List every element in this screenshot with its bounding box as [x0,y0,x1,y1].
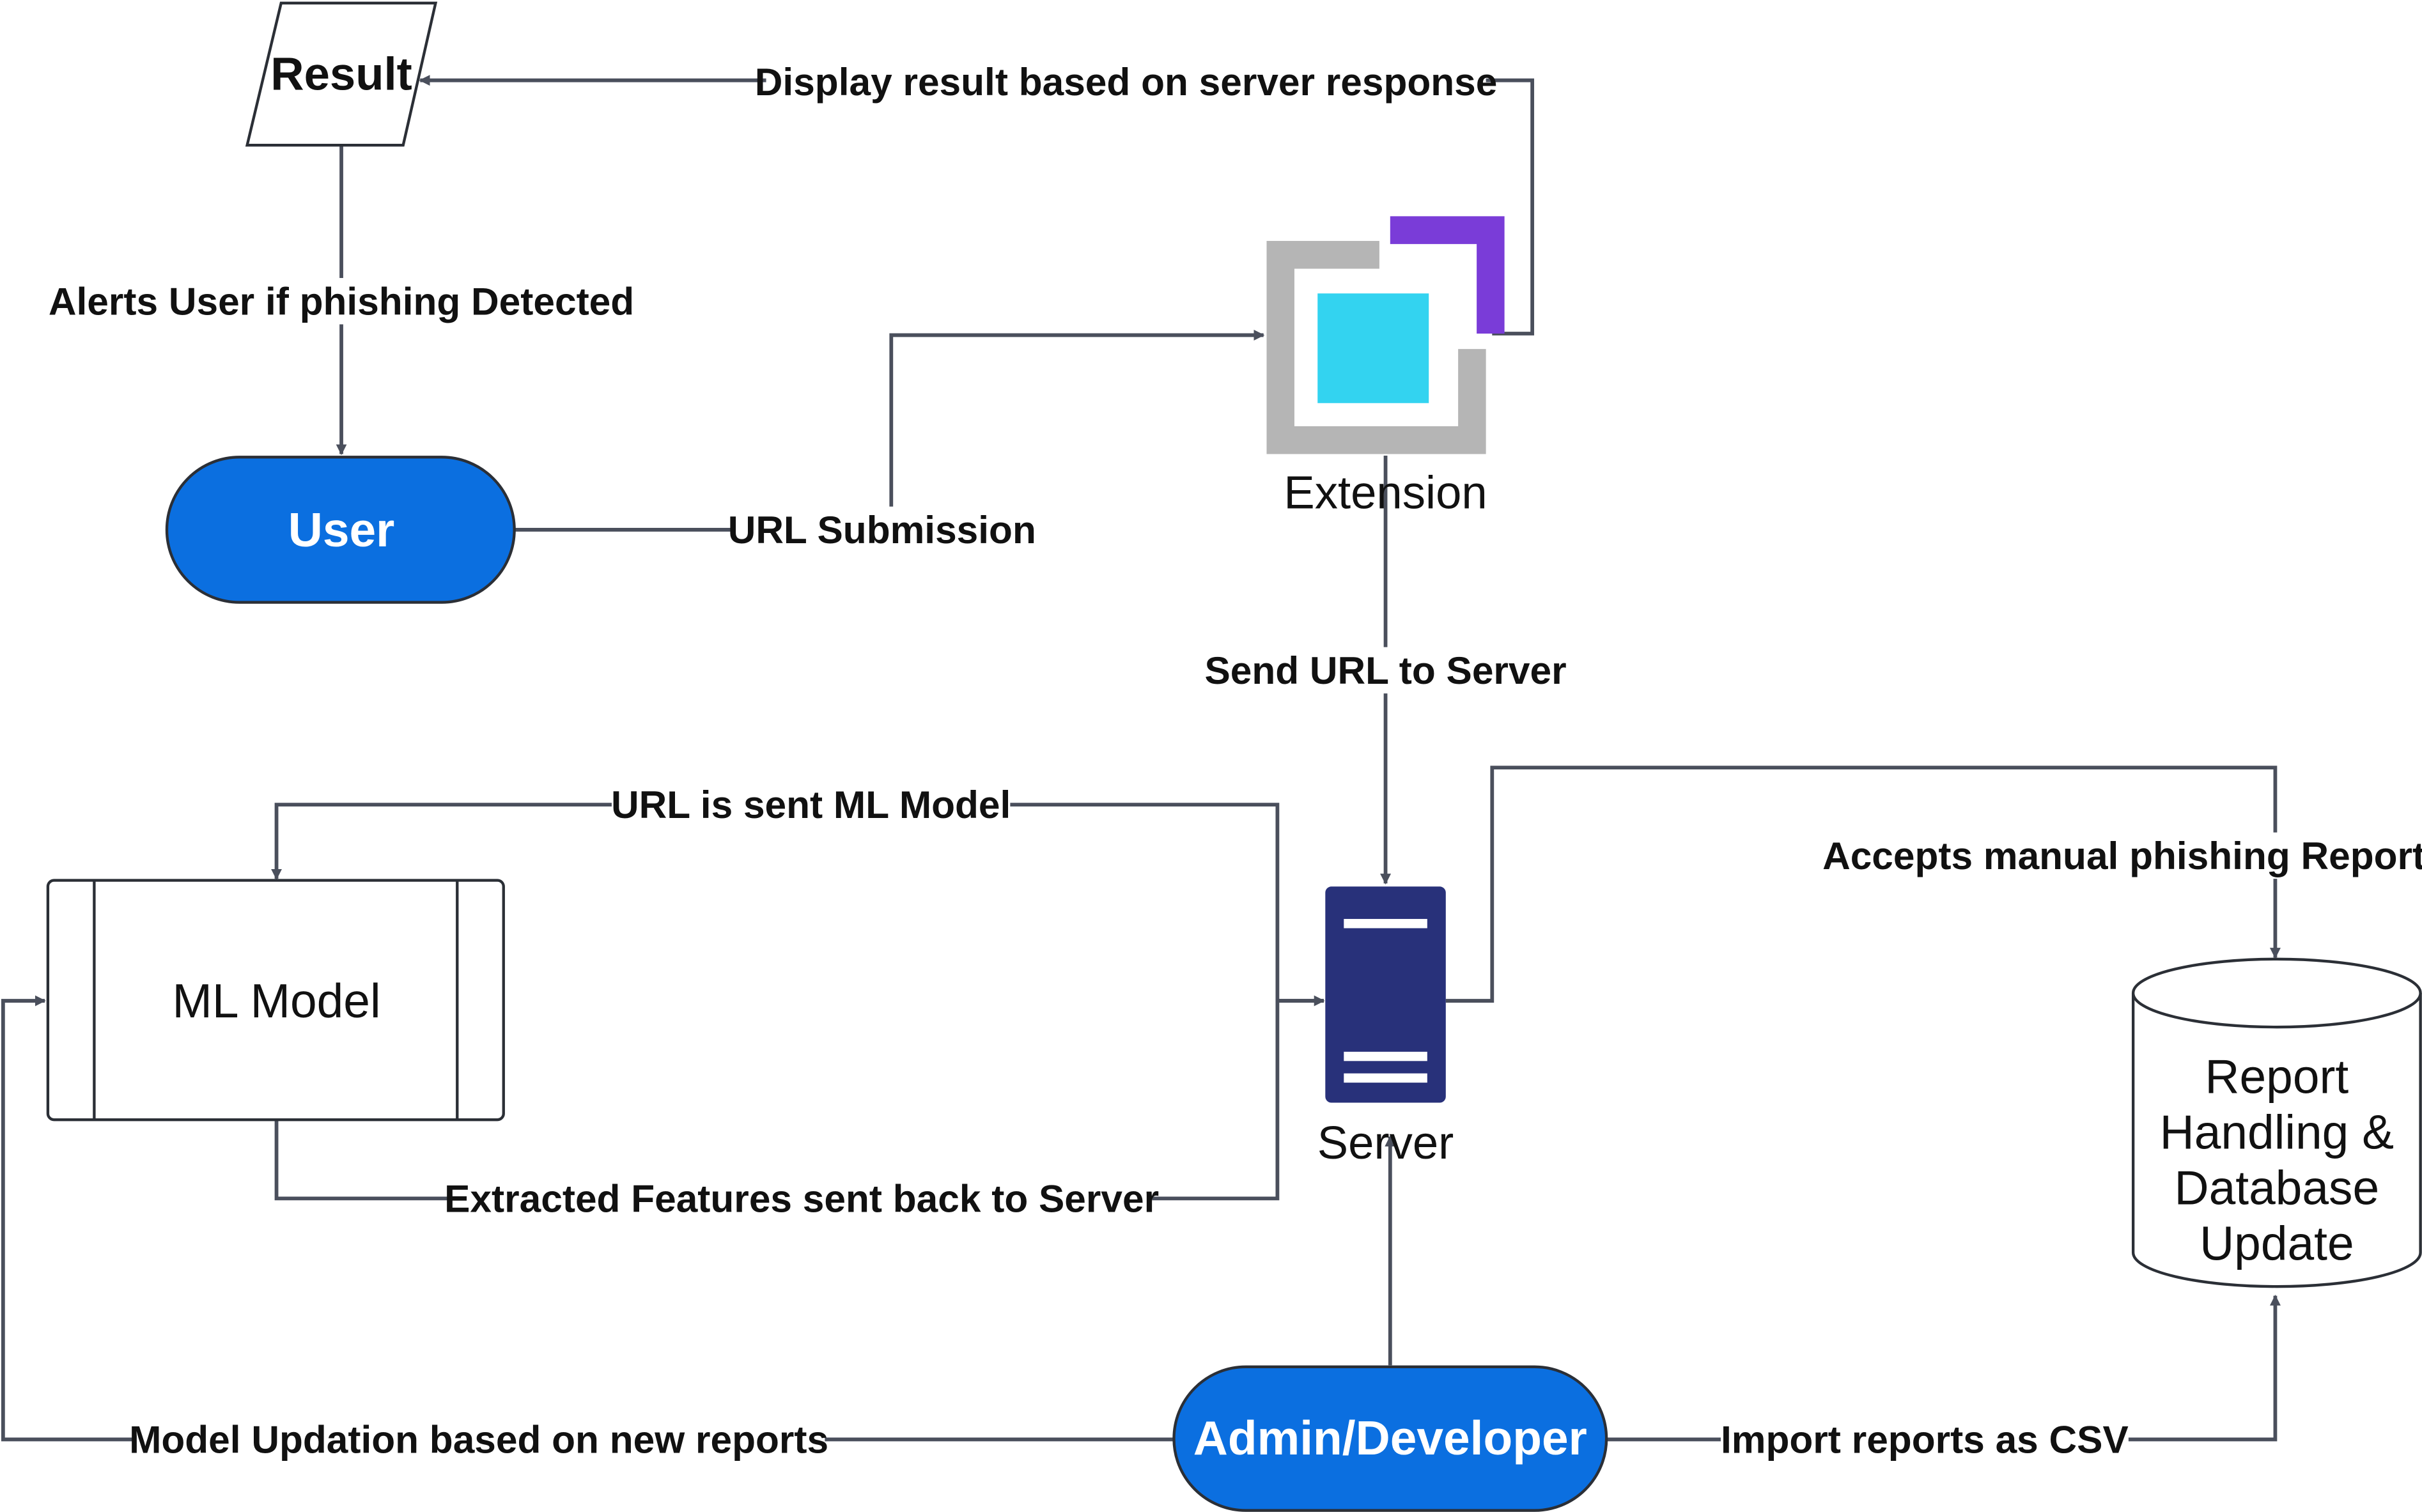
ml-model-label: ML Model [173,974,381,1028]
label-url-submission: URL Submission [728,508,1036,552]
database-label-line-2: Handling & [2160,1105,2394,1159]
server-icon [1325,886,1446,1103]
extension-label: Extension [1284,467,1487,518]
database-cylinder-icon: Report Handling & Database Update [2131,957,2422,1288]
admin-developer-node: Admin/Developer [1172,1365,1608,1512]
ml-model-node: ML Model [46,879,505,1122]
label-model-updation: Model Updation based on new reports [129,1417,828,1461]
label-manual-report: Accepts manual phishing Report [1822,834,2422,877]
edge-manual-report [1445,766,2281,1003]
admin-developer-label: Admin/Developer [1193,1411,1587,1465]
user-label: User [288,503,395,557]
database-label-line-3: Database [2175,1161,2380,1214]
edge-features-back [274,995,1325,1201]
label-display-result: Display result based on server response [755,60,1498,104]
edge-url-submission [514,329,1265,532]
label-alerts-user: Alerts User if phishing Detected [49,279,634,323]
label-url-to-ml: URL is sent ML Model [611,783,1011,826]
database-label-line-1: Report [2205,1049,2348,1103]
server-label: Server [1317,1117,1454,1169]
label-send-url: Send URL to Server [1204,649,1566,692]
label-features-back: Extracted Features sent back to Server [444,1176,1159,1220]
user-node: User [165,456,516,604]
result-label: Result [270,49,412,100]
result-node: Result [245,1,438,147]
extension-icon [1266,216,1505,454]
label-import-csv: Import reports as CSV [1721,1417,2129,1461]
database-label-line-4: Update [2200,1216,2354,1270]
